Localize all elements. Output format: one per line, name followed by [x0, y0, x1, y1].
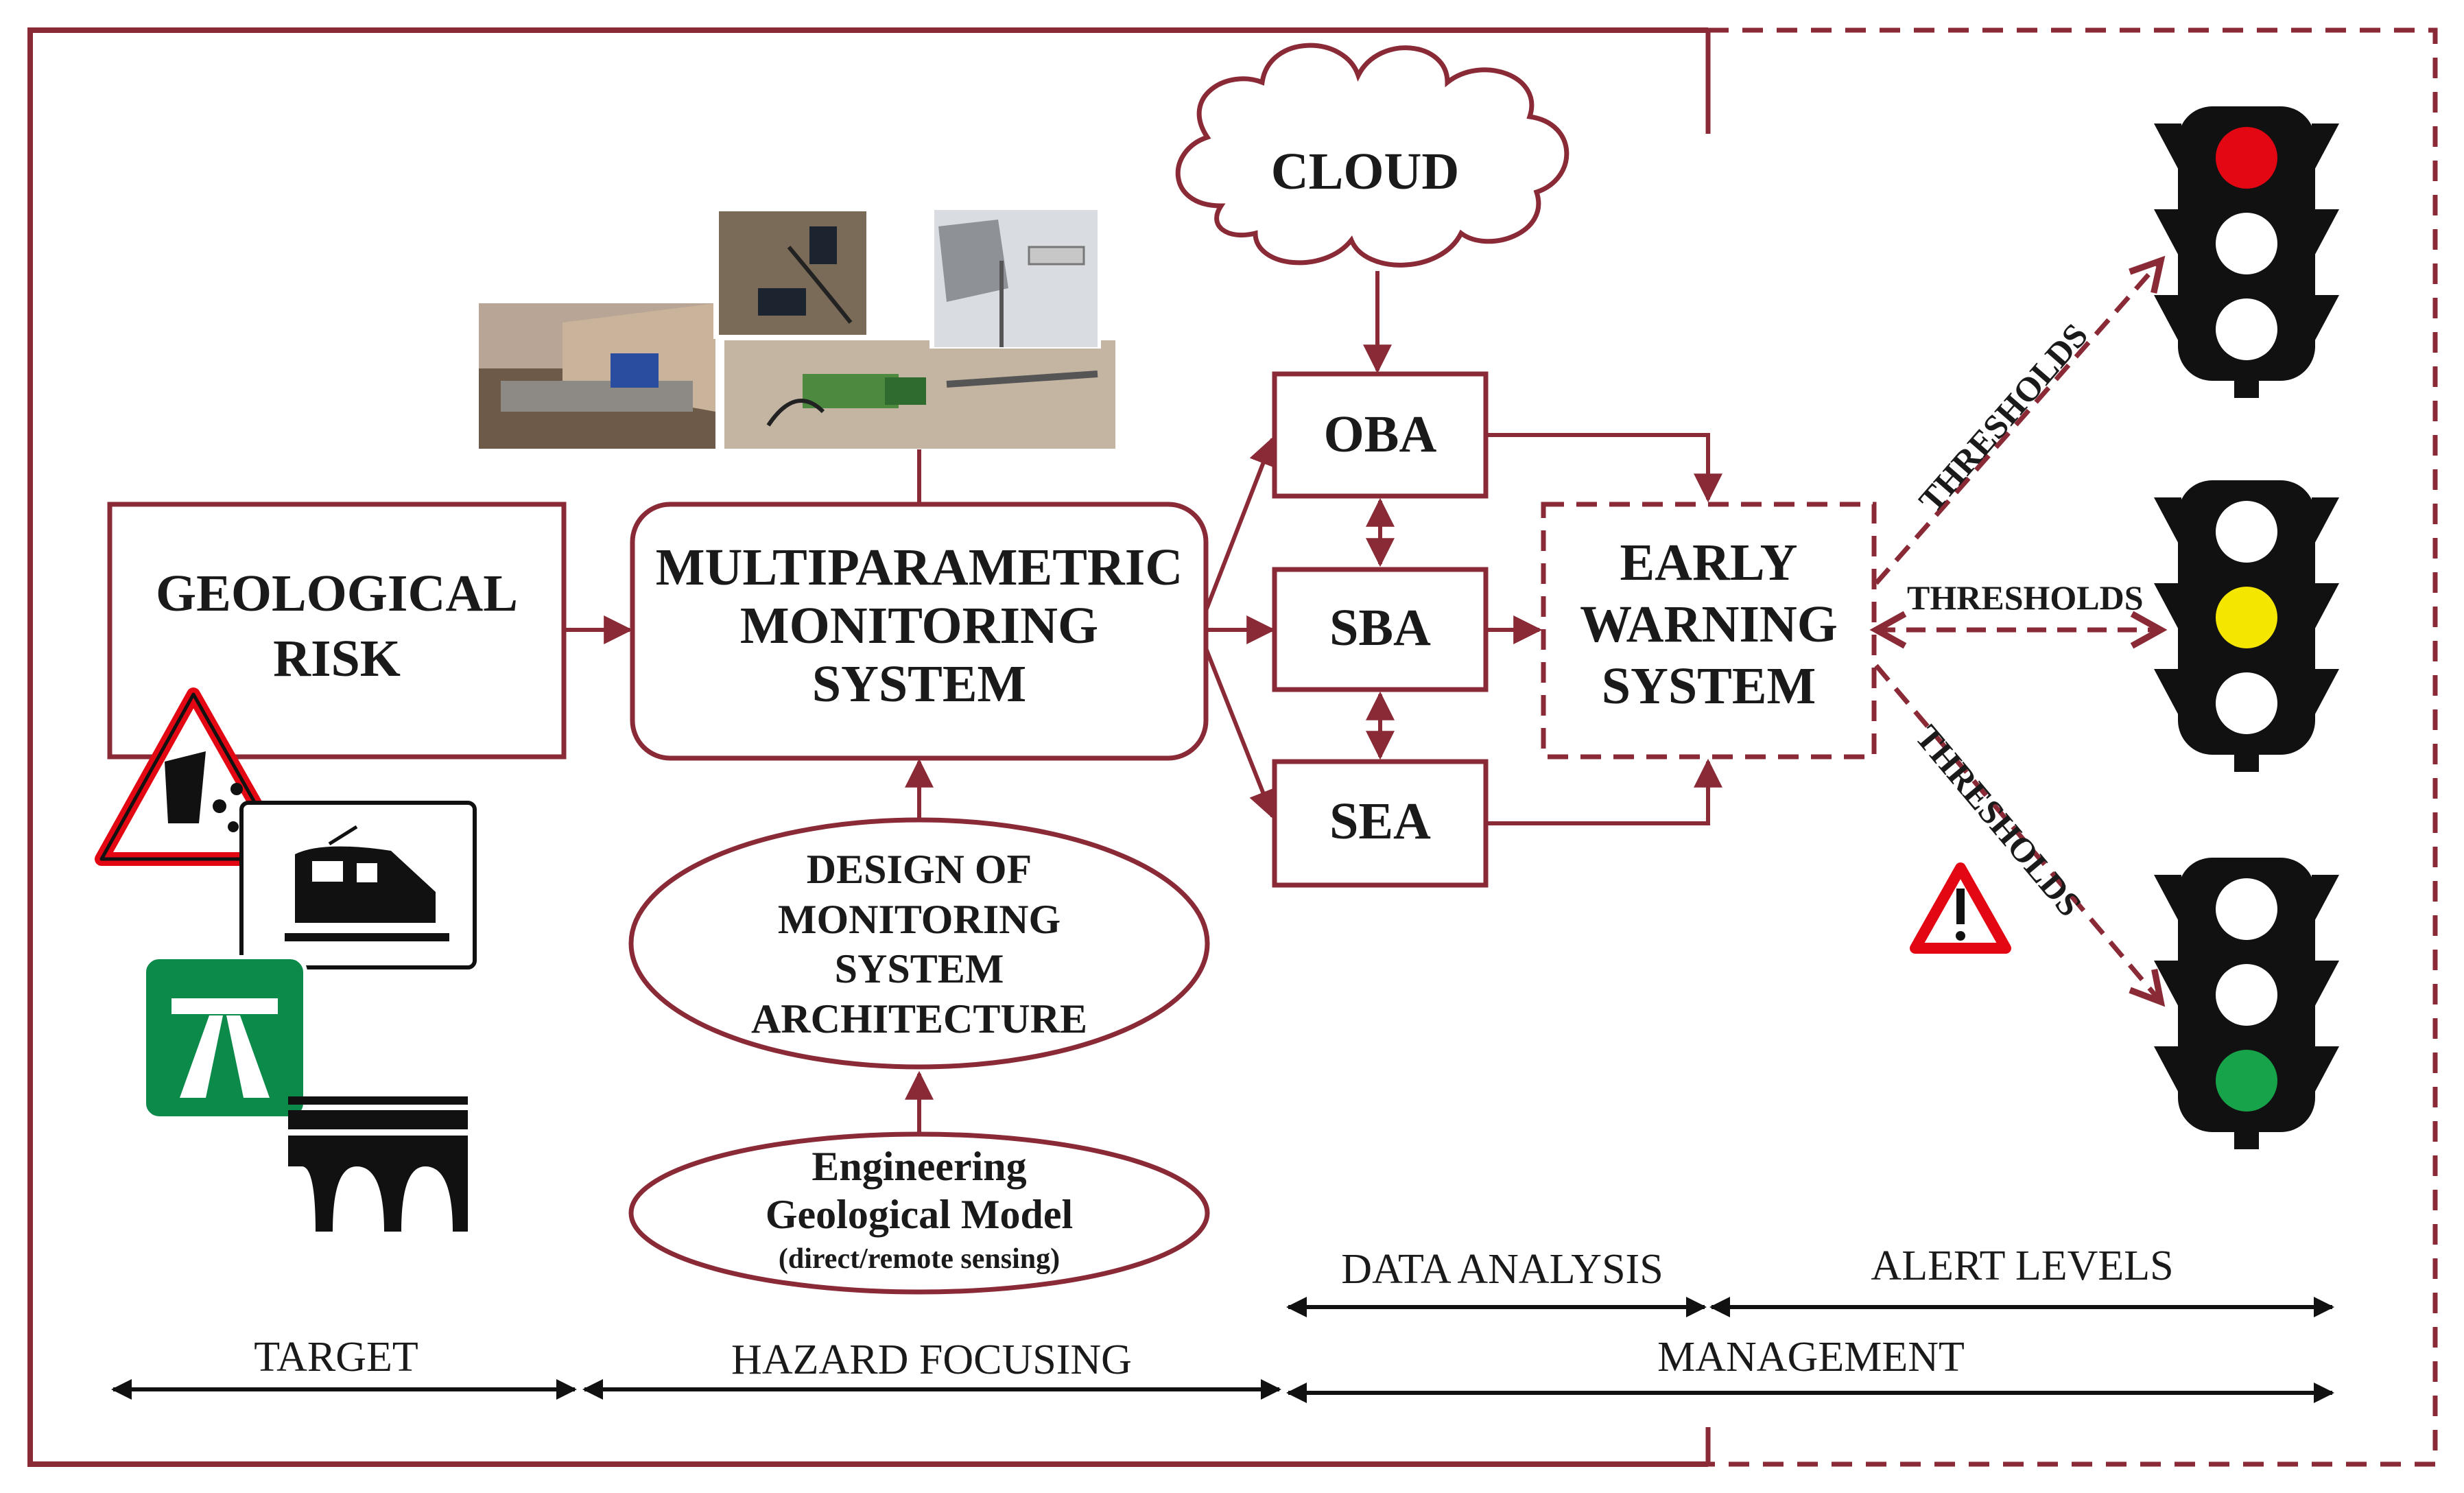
sba-label: SBA	[1329, 599, 1431, 657]
design-line-3: SYSTEM	[835, 946, 1004, 991]
arrow-monitoring-to-sea	[1204, 647, 1277, 819]
traffic-light-visor	[2312, 295, 2339, 346]
frame-solid	[27, 27, 1708, 1467]
traffic-light-visor	[2312, 961, 2339, 1012]
axis-data-analysis-label: DATA ANALYSIS	[1341, 1246, 1663, 1293]
early-warning-line-1: EARLY	[1620, 534, 1797, 591]
sea-label: SEA	[1329, 792, 1431, 850]
traffic-light-visor	[2154, 1046, 2181, 1098]
traffic-light-lamp-red	[2216, 878, 2277, 940]
geo-model-line-3: (direct/remote sensing)	[779, 1243, 1060, 1275]
traffic-light-lamp-green	[2216, 1050, 2277, 1112]
axis-hazard-label: HAZARD FOCUSING	[731, 1337, 1132, 1383]
traffic-light-visor	[2312, 875, 2339, 926]
geological-risk-box: GEOLOGICAL RISK	[107, 502, 567, 760]
traffic-light-yellow	[2154, 480, 2339, 772]
axis-alert-levels-label: ALERT LEVELS	[1871, 1243, 2173, 1289]
arrow-sea-to-ews	[1486, 758, 1722, 825]
traffic-light-visor	[2312, 1046, 2339, 1098]
design-line-1: DESIGN OF	[807, 847, 1032, 892]
cloud-shape: CLOUD	[1175, 43, 1569, 268]
motorway-sign-icon	[142, 955, 307, 1120]
traffic-light-visor	[2312, 669, 2339, 720]
monitoring-photos	[479, 206, 1115, 449]
traffic-light-pole	[2234, 1129, 2259, 1149]
traffic-light-lamp-yellow	[2216, 964, 2277, 1026]
oba-box: OBA	[1272, 371, 1489, 499]
geological-risk-line-1: GEOLOGICAL	[156, 565, 518, 622]
sba-box: SBA	[1272, 567, 1489, 692]
design-line-2: MONITORING	[778, 897, 1061, 942]
traffic-light-pole	[2234, 751, 2259, 772]
traffic-light-lamp-green	[2216, 298, 2277, 360]
cloud-label: CLOUD	[1271, 143, 1459, 200]
traffic-light-green	[2154, 858, 2339, 1149]
train-icon	[239, 801, 477, 969]
traffic-light-pole	[2234, 377, 2259, 398]
geological-risk-line-2: RISK	[273, 630, 401, 687]
monitoring-line-1: MULTIPARAMETRIC	[656, 539, 1183, 596]
traffic-light-visor	[2312, 497, 2339, 549]
threshold-label-1: THRESHOLDS	[1911, 316, 2095, 519]
monitoring-line-2: MONITORING	[740, 597, 1098, 655]
oba-label: OBA	[1324, 405, 1437, 463]
traffic-light-lamp-yellow	[2216, 213, 2277, 274]
traffic-light-visor	[2154, 583, 2181, 635]
monitoring-system-box: MULTIPARAMETRIC MONITORING SYSTEM	[630, 502, 1209, 761]
arrow-oba-to-ews	[1486, 433, 1722, 503]
geo-model-line-1: Engineering	[812, 1144, 1026, 1189]
viaduct-icon	[288, 1096, 468, 1232]
early-warning-line-3: SYSTEM	[1602, 657, 1816, 715]
traffic-light-visor	[2154, 497, 2181, 549]
geo-model-line-2: Geological Model	[766, 1192, 1073, 1237]
threshold-arrow-red	[1874, 261, 2161, 585]
traffic-light-visor	[2312, 209, 2339, 261]
design-ellipse: DESIGN OF MONITORING SYSTEM ARCHITECTURE	[628, 817, 1210, 1070]
traffic-light-lamp-red	[2216, 501, 2277, 563]
monitoring-line-3: SYSTEM	[812, 655, 1027, 713]
sea-box: SEA	[1272, 759, 1489, 888]
traffic-light-visor	[2154, 669, 2181, 720]
traffic-light-visor	[2154, 209, 2181, 261]
arrow-monitoring-to-oba	[1204, 436, 1277, 612]
threshold-arrow-green	[1874, 663, 2161, 1002]
early-warning-line-2: WARNING	[1580, 596, 1838, 653]
traffic-light-visor	[2154, 295, 2181, 346]
traffic-light-lamp-yellow	[2216, 587, 2277, 648]
photo-sensor-box	[713, 207, 871, 339]
traffic-light-visor	[2154, 875, 2181, 926]
traffic-light-lamp-green	[2216, 672, 2277, 734]
traffic-light-visor	[2154, 961, 2181, 1012]
threshold-label-2: THRESHOLDS	[1907, 578, 2144, 617]
frame-dashed	[1708, 27, 2438, 1467]
axis-management-label: MANAGEMENT	[1657, 1334, 1965, 1380]
axis-target-label: TARGET	[254, 1334, 418, 1380]
design-line-4: ARCHITECTURE	[751, 996, 1087, 1042]
traffic-light-visor	[2312, 583, 2339, 635]
photo-rock-sensor	[720, 336, 1115, 449]
traffic-lights	[2154, 106, 2339, 1149]
early-warning-box: EARLY WARNING SYSTEM	[1541, 502, 1877, 760]
photo-station	[479, 303, 715, 449]
photo-solar-camera	[929, 206, 1101, 349]
traffic-light-lamp-red	[2216, 127, 2277, 189]
traffic-light-visor	[2154, 124, 2181, 175]
traffic-light-visor	[2312, 124, 2339, 175]
warning-triangle-icon	[1910, 862, 2011, 954]
geo-model-ellipse: Engineering Geological Model (direct/rem…	[628, 1131, 1210, 1295]
threshold-label-3: THRESHOLDS	[1908, 718, 2089, 924]
traffic-light-red	[2154, 106, 2339, 398]
